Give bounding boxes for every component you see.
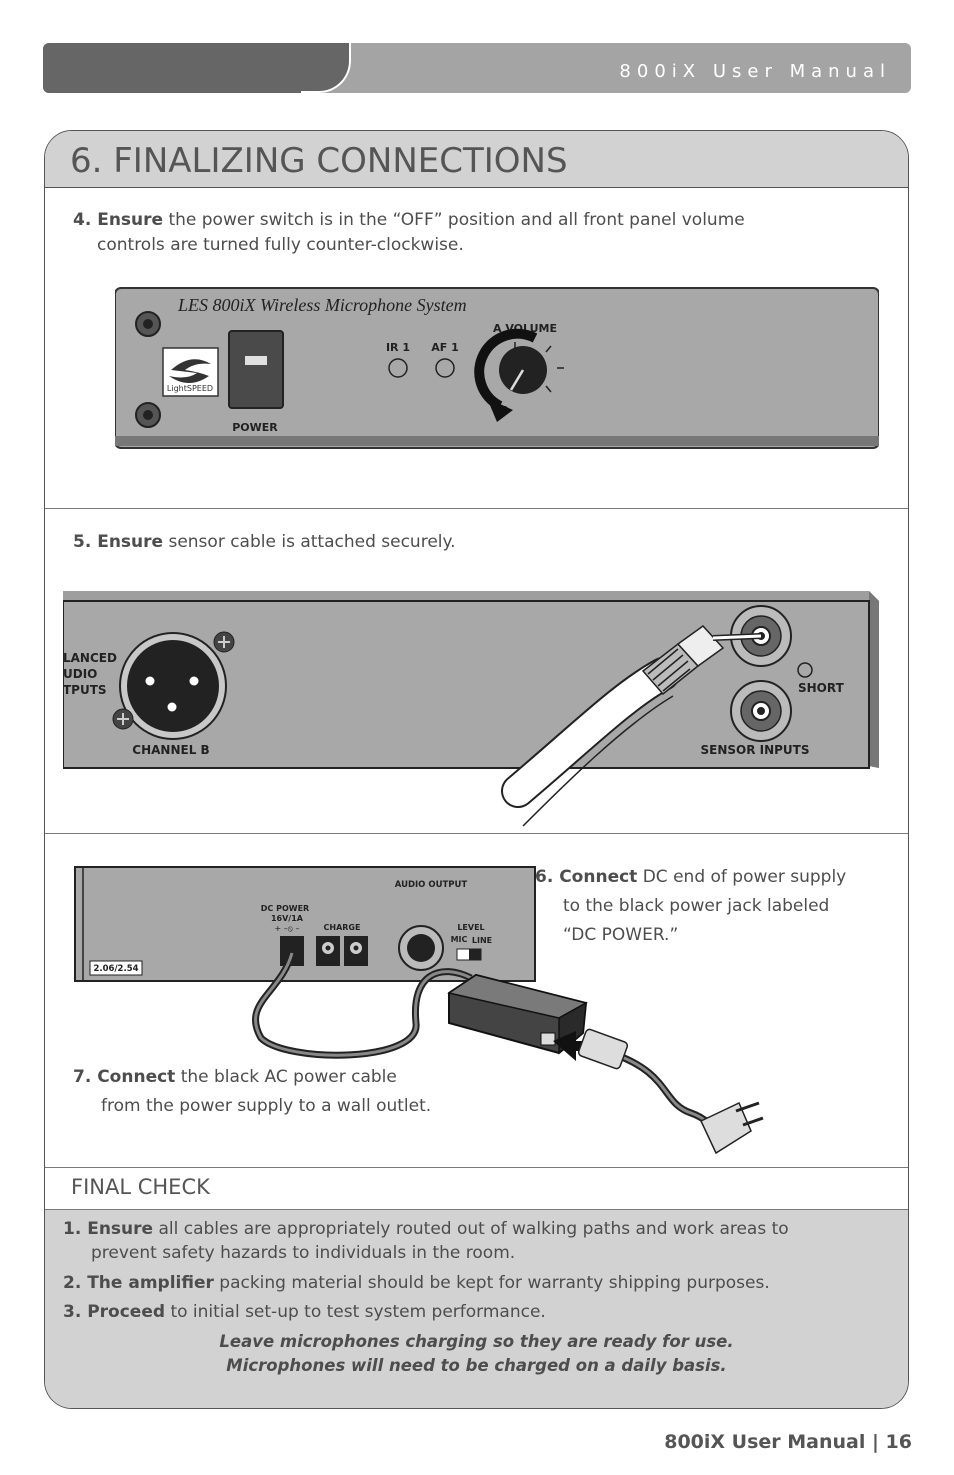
arrow-icon (553, 1031, 585, 1061)
final-check-item-1-line2: prevent safety hazards to individuals in… (91, 1243, 516, 1263)
af-led (435, 358, 455, 378)
version-label: 2.06/2.54 (93, 964, 138, 974)
dc-rating-label: 16V/1A (271, 914, 304, 923)
line-label: LINE (472, 936, 492, 945)
step-4-line1: the power switch is in the “OFF” positio… (163, 210, 745, 230)
step-7-line2: from the power supply to a wall outlet. (101, 1096, 432, 1116)
step-4-lead: 4. Ensure (73, 210, 164, 230)
ac-plug (700, 1101, 752, 1155)
step-4: 4. Ensure the power switch is in the “OF… (73, 208, 745, 258)
step-5-lead: 5. Ensure (73, 532, 164, 552)
header-tab-edge (301, 43, 351, 93)
divider-1 (45, 508, 908, 509)
final-check-item-3-line1: to initial set-up to test system perform… (165, 1302, 546, 1322)
ir-label: IR 1 (386, 341, 410, 354)
step-7-lead: 7. Connect (73, 1067, 176, 1087)
short-led (797, 662, 813, 678)
step-5-text: sensor cable is attached securely. (163, 532, 456, 552)
divider-2 (45, 833, 908, 834)
final-check-note-1: Leave microphones charging so they are r… (219, 1332, 734, 1351)
channel-label: CHANNEL B (132, 743, 209, 757)
page-header: 800iX User Manual (43, 43, 911, 93)
front-panel-illustration: LES 800iX Wireless Microphone System Lig… (115, 287, 879, 449)
final-check-title: FINAL CHECK (71, 1175, 210, 1199)
power-label: POWER (232, 421, 278, 434)
final-check-item-2-line1: packing material should be kept for warr… (213, 1273, 770, 1293)
final-check-body: 1. Ensure all cables are appropriately r… (45, 1210, 908, 1408)
dc-power-label: DC POWER (261, 904, 309, 913)
final-check-header: FINAL CHECK (45, 1167, 908, 1210)
final-check-item-1-lead: 1. Ensure (63, 1219, 154, 1239)
logo-swoosh-icon (169, 359, 211, 383)
section-title-band: 6. FINALIZING CONNECTIONS (45, 131, 908, 188)
rear-panel-illustration: LANCED UDIO TPUTS CHANNEL B SHORT SENSOR… (63, 591, 879, 827)
counter-clockwise-arrow-icon (474, 328, 538, 411)
af-label: AF 1 (431, 341, 459, 354)
step-6-lead: 6. Connect (535, 867, 638, 887)
final-check-item-3-lead: 3. Proceed (63, 1302, 166, 1322)
step-4-line2: controls are turned fully counter-clockw… (97, 235, 464, 255)
audio-output-label: AUDIO OUTPUT (395, 880, 468, 890)
sensor-inputs-label: SENSOR INPUTS (700, 743, 809, 757)
brand-text: LES 800iX Wireless Microphone System (177, 295, 467, 315)
final-check-item-2-lead: 2. The amplifier (63, 1273, 214, 1293)
page-footer: 800iX User Manual | 16 (664, 1431, 912, 1453)
header-tab (43, 43, 307, 93)
step-6-line2: to the black power jack labeled (563, 896, 830, 916)
step-6-line1: DC end of power supply (637, 867, 847, 887)
final-check-item-2: 2. The amplifier packing material should… (63, 1271, 770, 1295)
final-check-item-1: 1. Ensure all cables are appropriately r… (63, 1217, 789, 1265)
section-title: 6. FINALIZING CONNECTIONS (70, 141, 568, 181)
section-panel: 6. FINALIZING CONNECTIONS 4. Ensure the … (44, 130, 909, 1409)
outputs-label-3: TPUTS (63, 683, 107, 697)
version-label-box (89, 960, 143, 976)
step-5: 5. Ensure sensor cable is attached secur… (73, 530, 456, 555)
final-check-note-2: Microphones will need to be charged on a… (226, 1356, 727, 1375)
outputs-label-2: UDIO (63, 667, 97, 681)
logo-text: LightSPEED (167, 384, 213, 393)
polarity-label: + –⦸ – (274, 924, 299, 933)
divider-3 (45, 1167, 908, 1168)
step-6-line3: “DC POWER.” (563, 925, 679, 945)
power-panel-illustration: AUDIO OUTPUT DC POWER 16V/1A + –⦸ – CHAR… (74, 866, 764, 1155)
step-7: 7. Connect the black AC power cable from… (73, 1063, 431, 1121)
level-label: LEVEL (457, 923, 484, 932)
power-switch[interactable] (228, 330, 284, 409)
final-check-item-3: 3. Proceed to initial set-up to test sys… (63, 1300, 546, 1324)
ir-led (388, 358, 408, 378)
mic-label: MIC (451, 935, 468, 944)
step-6: 6. Connect DC end of power supply to the… (535, 863, 846, 950)
short-label: SHORT (798, 681, 845, 695)
step-7-line1: the black AC power cable (175, 1067, 397, 1087)
header-title: 800iX User Manual (619, 61, 891, 82)
final-check-item-1-line1: all cables are appropriately routed out … (153, 1219, 789, 1239)
charge-label: CHARGE (324, 923, 361, 932)
outputs-label-1: LANCED (63, 651, 117, 665)
